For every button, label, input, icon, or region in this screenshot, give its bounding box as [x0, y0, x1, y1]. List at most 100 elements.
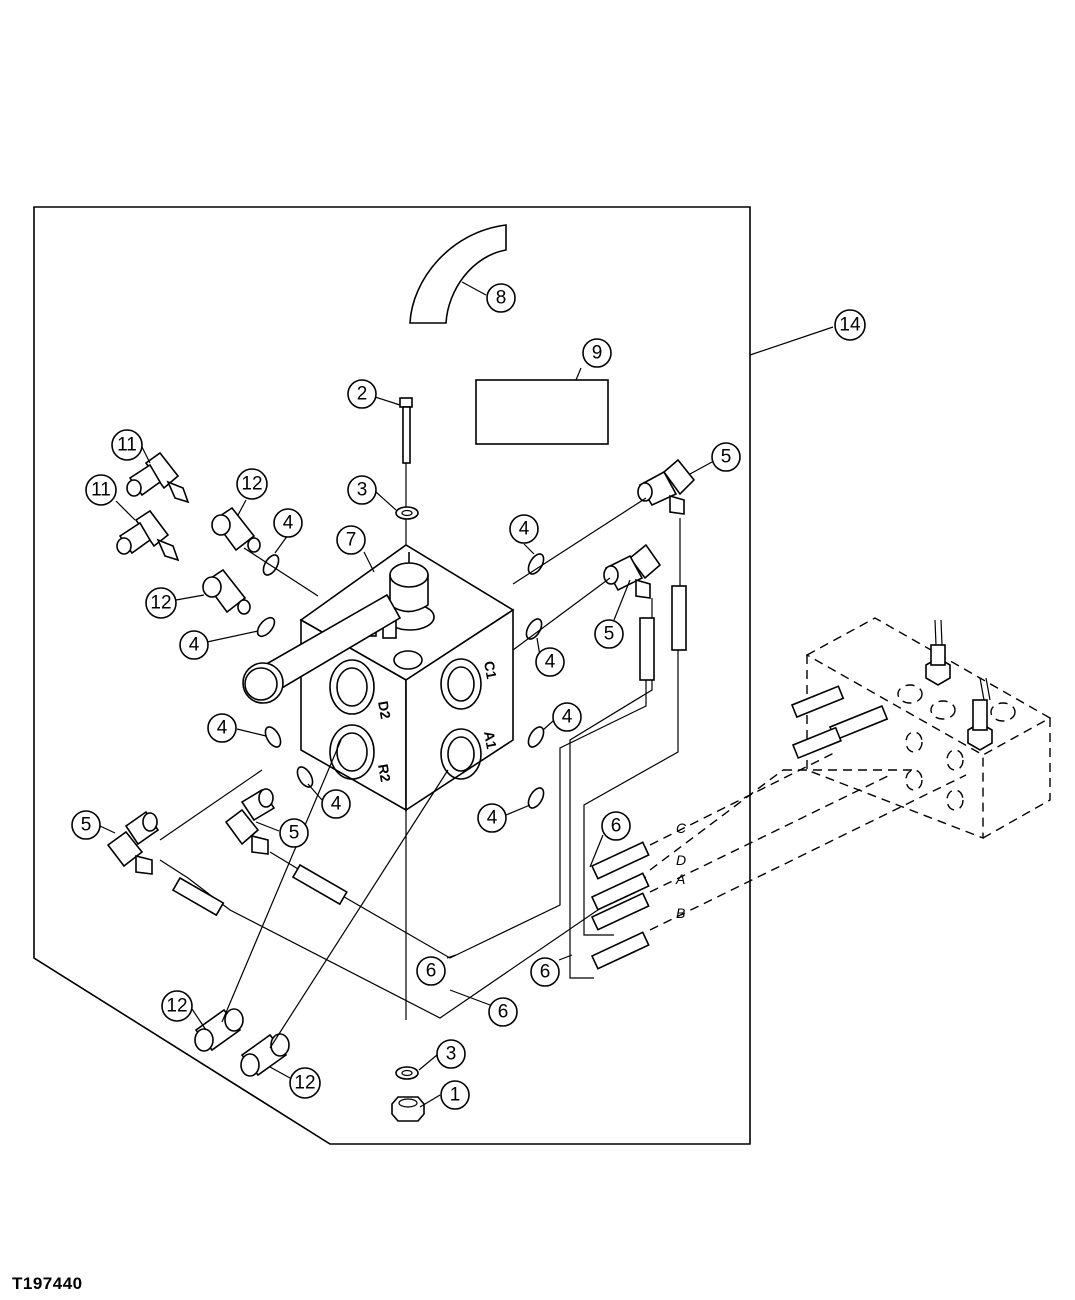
- existing-valve-solenoid-1: [925, 619, 951, 686]
- connector-lower-a: [194, 1008, 244, 1052]
- svg-text:4: 4: [545, 652, 556, 673]
- svg-text:4: 4: [217, 718, 228, 739]
- kit-boundary-outline: [33, 206, 751, 1145]
- hose-line-11: [243, 547, 319, 597]
- hose-line-6: [159, 769, 263, 841]
- svg-text:6: 6: [498, 1002, 509, 1023]
- callout-14: 14: [834, 309, 866, 341]
- washer-top: [395, 506, 419, 520]
- svg-text:5: 5: [721, 447, 732, 468]
- svg-text:12: 12: [241, 474, 262, 495]
- washer-top-inner: [401, 509, 413, 517]
- connector-lower-b: [240, 1033, 290, 1077]
- callout-4-8: 4: [477, 803, 507, 833]
- svg-text:3: 3: [357, 480, 368, 501]
- elbow-adapter-mid-right: [603, 543, 662, 599]
- existing-valve-fitting-1: [790, 685, 845, 719]
- svg-text:6: 6: [611, 816, 622, 837]
- o-ring-2: [256, 616, 276, 638]
- elbow-fitting-upper: [126, 451, 190, 504]
- existing-valve-solenoid-2: [967, 677, 993, 751]
- solenoid-cartridge: [242, 593, 402, 704]
- callout-3-bottom: 3: [436, 1039, 466, 1069]
- callout-5-mid-right: 5: [594, 619, 624, 649]
- washer-bottom: [395, 1066, 419, 1080]
- callout-12-middle: 12: [145, 587, 177, 619]
- svg-text:4: 4: [189, 635, 200, 656]
- svg-text:12: 12: [166, 996, 187, 1017]
- callout-12-upper: 12: [236, 468, 268, 500]
- callout-4-7: 4: [552, 702, 582, 732]
- nut: [391, 1096, 425, 1122]
- hose-line-7: [221, 739, 342, 1023]
- existing-valve-outline: [805, 617, 1052, 840]
- hose-line-3: [583, 612, 679, 936]
- elbow-adapter-left: [106, 810, 160, 875]
- svg-text:8: 8: [496, 288, 507, 309]
- label-plate: [475, 379, 609, 445]
- hose-letter-d: D: [676, 852, 686, 868]
- port-label-r2: R2: [375, 763, 394, 784]
- hose-line-8: [269, 769, 449, 1049]
- o-ring-4: [296, 766, 314, 788]
- callout-12-lower-right: 12: [289, 1067, 321, 1099]
- port-label-c1: C1: [481, 660, 500, 681]
- callout-7: 7: [336, 525, 366, 555]
- svg-text:9: 9: [592, 343, 603, 364]
- callout-4-5: 4: [509, 514, 539, 544]
- callout-4-6: 4: [535, 647, 565, 677]
- hose-end-right-upper: [671, 585, 687, 651]
- svg-text:4: 4: [331, 794, 342, 815]
- svg-text:3: 3: [446, 1044, 457, 1065]
- hose-end-a: [590, 892, 650, 931]
- svg-text:4: 4: [519, 519, 530, 540]
- svg-text:6: 6: [426, 961, 437, 982]
- svg-text:12: 12: [150, 593, 171, 614]
- callout-12-lower-left: 12: [161, 990, 193, 1022]
- callout-5-top-right: 5: [711, 442, 741, 472]
- callout-6-bottom: 6: [488, 997, 518, 1027]
- dashed-route-b: [649, 774, 967, 931]
- hose-end-d: [590, 872, 650, 911]
- svg-text:1: 1: [450, 1085, 461, 1106]
- svg-text:14: 14: [839, 315, 861, 336]
- callout-9: 9: [582, 338, 612, 368]
- leader-lines: [99, 281, 834, 1108]
- svg-text:11: 11: [117, 435, 137, 456]
- svg-text:11: 11: [91, 480, 111, 501]
- callout-6-upper-right: 6: [601, 811, 631, 841]
- decal-arc: [409, 224, 507, 324]
- dashed-route-c: [649, 751, 837, 846]
- elbow-adapter-center: [224, 788, 276, 855]
- svg-text:5: 5: [289, 823, 300, 844]
- o-ring-5: [527, 553, 545, 575]
- washer-bottom-inner: [401, 1069, 413, 1077]
- hose-end-left: [171, 876, 225, 917]
- hose-line-9: [512, 497, 647, 585]
- svg-text:4: 4: [562, 707, 573, 728]
- svg-text:6: 6: [540, 962, 551, 983]
- o-ring-3: [264, 726, 282, 748]
- callout-6-lower-right: 6: [530, 957, 560, 987]
- hose-end-right-mid: [639, 617, 655, 681]
- callout-1: 1: [440, 1080, 470, 1110]
- hose-line-2: [269, 665, 647, 959]
- callout-2: 2: [347, 379, 377, 409]
- dashed-route-d: [649, 769, 784, 871]
- hose-end-b: [590, 931, 650, 970]
- figure-id-label: T197440: [12, 1274, 83, 1293]
- callout-8: 8: [486, 283, 516, 313]
- hose-line-5: [569, 598, 653, 979]
- svg-text:5: 5: [81, 815, 92, 836]
- svg-text:5: 5: [604, 624, 615, 645]
- callout-11-upper: 11: [111, 429, 143, 461]
- hose-line-10: [512, 577, 611, 651]
- hose-end-center: [291, 863, 348, 906]
- svg-text:7: 7: [346, 530, 357, 551]
- o-ring-8: [527, 787, 545, 809]
- svg-text:12: 12: [294, 1073, 315, 1094]
- callout-5-center: 5: [279, 818, 309, 848]
- callout-4-1: 4: [273, 508, 303, 538]
- port-label-a1: A1: [481, 730, 500, 751]
